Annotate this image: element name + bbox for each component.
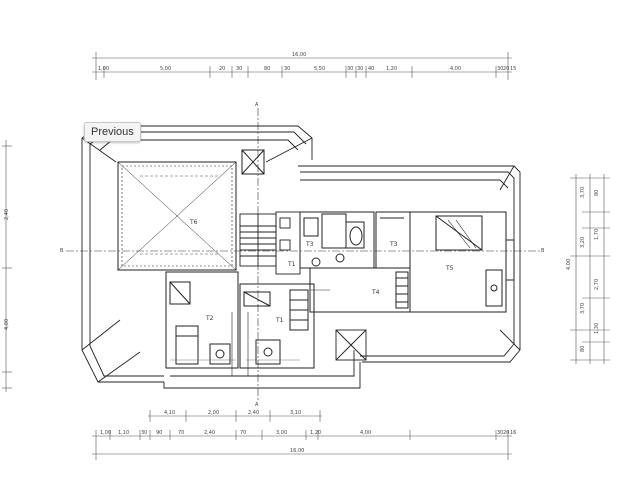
bottom-row2-dim-12: 20: [503, 430, 509, 436]
right-dim-7: 2,70: [594, 279, 600, 290]
top-dim-11: 1,20: [386, 66, 397, 72]
bottom-row2-dim-7: 70: [240, 430, 246, 436]
corridor-room: [309, 267, 411, 313]
bottom-row2-dim-6: 2,40: [204, 430, 215, 436]
bottom-row2-dim-3: 30: [141, 430, 147, 436]
top-dim-4: 30: [236, 66, 242, 72]
top-dim-3: 20: [219, 66, 225, 72]
bottom-row1-dim-2: 2,00: [208, 410, 219, 416]
room-label-t3b: T3: [389, 241, 398, 248]
right-dim-4: 3,20: [580, 237, 586, 248]
top-dim-5: 80: [264, 66, 270, 72]
bottom-row2-dim-9: 1,20: [310, 430, 321, 436]
top-dim-14: 20: [503, 66, 509, 72]
section-mark-b-left: B: [60, 248, 64, 254]
bottom-dimension-chain: [92, 410, 512, 460]
room-label-t2: T2: [205, 315, 214, 322]
left-dim-2: 4,00: [4, 319, 10, 330]
right-dim-5: 1,70: [594, 229, 600, 240]
top-total-dim: 16,00: [292, 52, 306, 58]
room-label-t1: T1: [287, 261, 296, 268]
room-label-t3: T3: [305, 241, 314, 248]
right-dim-3: 4,00: [566, 259, 572, 270]
void-room: [117, 161, 237, 271]
section-mark-a-bottom: A: [255, 402, 259, 408]
right-dimension-chain: [570, 174, 610, 364]
bathroom-block: [299, 211, 411, 269]
right-dim-6: 3,70: [580, 303, 586, 314]
top-dim-7: 5,50: [314, 66, 325, 72]
section-mark-a-top: A: [255, 102, 259, 108]
top-dimension-chain: [92, 52, 512, 80]
bottom-row1-dim-4: 3,10: [290, 410, 301, 416]
bottom-row2-dim-2: 1,10: [118, 430, 129, 436]
section-mark-b-right: B: [541, 248, 545, 254]
right-dim-1: 3,70: [580, 187, 586, 198]
left-dim-1: 2,40: [4, 209, 10, 220]
chimney: [241, 149, 265, 175]
room-label-t1-bottom: T1: [275, 317, 284, 324]
room-label-t6: T6: [189, 219, 198, 226]
top-dim-13: 30: [497, 66, 503, 72]
bottom-row2-dim-8: 3,00: [276, 430, 287, 436]
right-dim-8: 1,30: [594, 323, 600, 334]
top-dim-9: 30: [357, 66, 363, 72]
top-dim-6: 30: [284, 66, 290, 72]
bottom-row1-dim-1: 4,10: [164, 410, 175, 416]
room-label-t5: T5: [445, 265, 454, 272]
previous-button[interactable]: Previous: [84, 122, 141, 142]
left-dimension-chain: [2, 140, 12, 392]
dormer: [335, 329, 367, 361]
room-label-t4: T4: [371, 289, 380, 296]
top-dim-12: 4,00: [450, 66, 461, 72]
bottom-row2-dim-10: 4,00: [360, 430, 371, 436]
top-dim-15: 15: [510, 66, 516, 72]
bottom-row1-dim-3: 2,40: [248, 410, 259, 416]
bottom-row2-dim-4: 90: [156, 430, 162, 436]
top-dim-8: 30: [347, 66, 353, 72]
right-dim-2: 80: [594, 190, 600, 196]
bottom-total-dim: 16,00: [290, 448, 304, 454]
top-dim-10: 40: [368, 66, 374, 72]
top-dim-2: 5,00: [160, 66, 171, 72]
bedroom-left: [165, 271, 239, 369]
bottom-row2-dim-11: 30: [497, 430, 503, 436]
top-dim-1: 1,00: [98, 66, 109, 72]
roof-outline: [81, 125, 521, 389]
bottom-row2-dim-5: 70: [178, 430, 184, 436]
bedroom-center: [231, 283, 315, 376]
bottom-row2-dim-1: 1,00: [100, 430, 111, 436]
bottom-row2-dim-13: 16: [510, 430, 516, 436]
bedroom-right: [409, 211, 515, 313]
right-dim-9: 80: [580, 346, 586, 352]
